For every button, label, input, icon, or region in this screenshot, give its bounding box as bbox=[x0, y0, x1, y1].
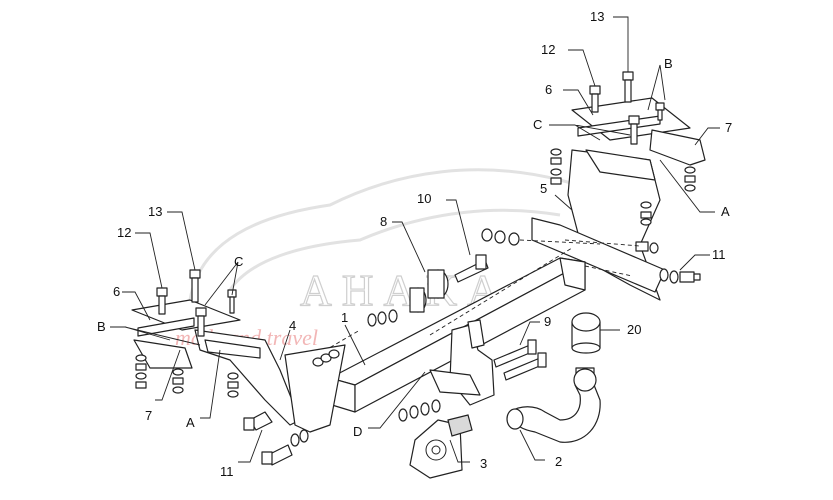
callout-6-left: 6 bbox=[113, 284, 120, 299]
callout-12-right: 12 bbox=[541, 42, 555, 57]
callout-5: 5 bbox=[540, 181, 547, 196]
nut-stack-right-a bbox=[550, 148, 562, 185]
ball-mount-bracket bbox=[429, 319, 495, 406]
left-mount-plate bbox=[284, 344, 346, 433]
nuts-left-plate bbox=[312, 349, 340, 367]
callout-3: 3 bbox=[480, 456, 487, 471]
callout-10: 10 bbox=[417, 191, 431, 206]
nut-stack-right-c bbox=[684, 166, 696, 192]
right-bracket-plate-lower bbox=[531, 217, 666, 293]
nut-stack-right-b bbox=[640, 201, 652, 226]
callout-a-right: A bbox=[721, 204, 730, 219]
spacer-8 bbox=[409, 269, 449, 313]
left-bracket-4 bbox=[194, 329, 301, 426]
callout-a-left: A bbox=[186, 415, 195, 430]
leader-lines bbox=[110, 16, 720, 463]
bolt-right-11-upper bbox=[635, 241, 659, 254]
callout-1: 1 bbox=[341, 310, 348, 325]
callout-d: D bbox=[353, 424, 362, 439]
callout-20: 20 bbox=[627, 322, 641, 337]
callout-c-right: C bbox=[533, 117, 542, 132]
callout-13-right: 13 bbox=[590, 9, 604, 24]
callout-6-right: 6 bbox=[545, 82, 552, 97]
bolts-9 bbox=[493, 339, 547, 381]
callout-9: 9 bbox=[544, 314, 551, 329]
bolt-left-6 bbox=[195, 307, 207, 337]
nut-stack-left-c bbox=[227, 372, 239, 398]
ball-cover-20 bbox=[571, 312, 601, 354]
bolt-right-12 bbox=[589, 85, 601, 113]
callout-12-left: 12 bbox=[117, 225, 131, 240]
nuts-crossbar-center bbox=[367, 309, 398, 327]
socket-plate-3 bbox=[409, 414, 473, 479]
bolt-left-13 bbox=[189, 269, 201, 303]
bolt-right-13 bbox=[622, 71, 634, 103]
callout-7-right: 7 bbox=[725, 120, 732, 135]
callout-b-right: B bbox=[664, 56, 673, 71]
washers-part-10 bbox=[481, 228, 520, 246]
callout-2: 2 bbox=[555, 454, 562, 469]
bolt-right-6 bbox=[628, 115, 640, 145]
bolt-left-12 bbox=[156, 287, 168, 315]
callout-8: 8 bbox=[380, 214, 387, 229]
bolt-10 bbox=[454, 254, 489, 283]
washers-d bbox=[398, 399, 441, 422]
callout-c-left: C bbox=[234, 254, 243, 269]
right-side-plate-7 bbox=[649, 129, 706, 166]
callout-11-left: 11 bbox=[220, 464, 234, 479]
callout-4: 4 bbox=[289, 318, 296, 333]
bolt-left-11-lower bbox=[261, 429, 309, 466]
nut-stack-left-a bbox=[135, 354, 147, 389]
callout-11-right: 11 bbox=[712, 247, 726, 262]
bolt-right-small bbox=[655, 102, 665, 121]
callout-7-left: 7 bbox=[145, 408, 152, 423]
nut-stack-left-b bbox=[172, 368, 184, 394]
tow-ball-neck-2 bbox=[506, 367, 601, 443]
callout-13-left: 13 bbox=[148, 204, 162, 219]
callout-b-left: B bbox=[97, 319, 106, 334]
bolt-right-11 bbox=[659, 268, 701, 284]
bolt-left-11-upper bbox=[243, 411, 273, 431]
